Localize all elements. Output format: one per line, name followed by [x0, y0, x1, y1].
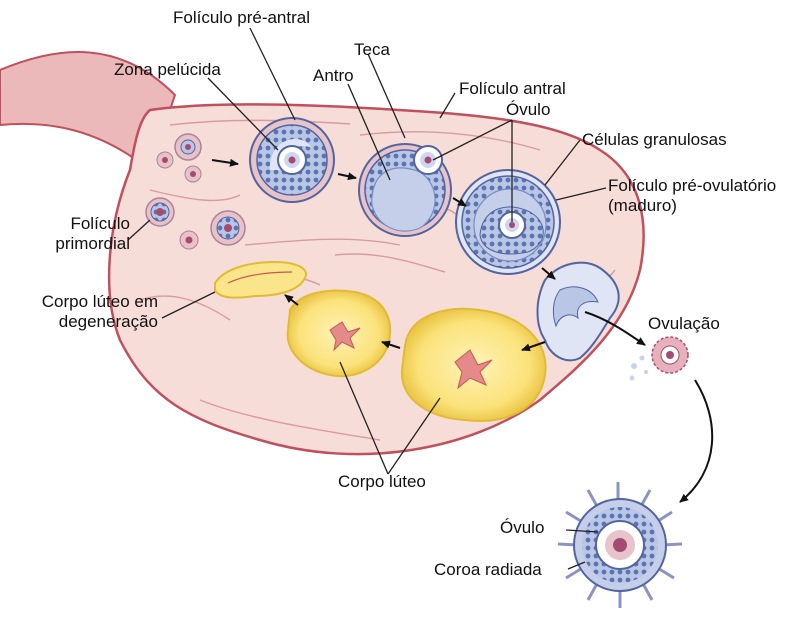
antrum-area	[372, 168, 435, 231]
label-celulas-granulosas: Células granulosas	[582, 130, 727, 150]
preantral-follicle	[250, 118, 334, 202]
released-oocyte	[652, 337, 688, 373]
label-corpo-luteo-degeneracao-2: degeneração	[8, 312, 158, 332]
corpus-luteum-large	[402, 309, 546, 421]
label-maduro: (maduro)	[608, 196, 677, 216]
label-foliculo-pre-ovulatorio: Folículo pré-ovulatório	[608, 176, 776, 196]
preovulatory-follicle	[456, 170, 560, 274]
label-foliculo-primordial-2: primordial	[30, 234, 130, 254]
label-foliculo-antral: Folículo antral	[459, 79, 566, 99]
label-coroa-radiada: Coroa radiada	[434, 560, 542, 580]
primordial-follicle	[146, 198, 174, 226]
label-ovulo-top: Óvulo	[506, 100, 550, 120]
label-ovulacao: Ovulação	[648, 314, 720, 334]
corpus-luteum-medium	[288, 291, 390, 377]
label-corpo-luteo-degeneracao-1: Corpo lúteo em	[8, 292, 158, 312]
primordial-follicle	[211, 211, 245, 245]
primordial-follicle	[185, 166, 201, 182]
label-zona-pelucida: Zona pelúcida	[114, 60, 221, 80]
primordial-follicle	[175, 134, 201, 160]
label-antro: Antro	[313, 66, 354, 86]
primordial-follicle	[180, 231, 198, 249]
label-corpo-luteo: Corpo lúteo	[338, 472, 426, 492]
label-ovulo-bottom: Óvulo	[500, 518, 544, 538]
oocyte-corona-radiata	[558, 482, 682, 608]
label-foliculo-primordial-1: Folículo	[30, 214, 130, 234]
primordial-follicle	[157, 152, 173, 168]
label-foliculo-pre-antral: Folículo pré-antral	[173, 8, 310, 28]
label-teca: Teca	[354, 40, 390, 60]
